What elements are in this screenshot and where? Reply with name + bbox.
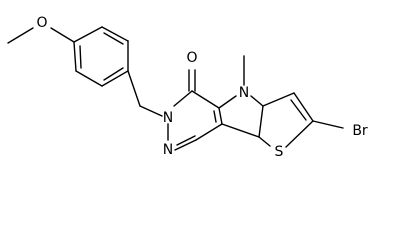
chemical-structure: O O N N N S Br [7,15,368,160]
bond-benz-6 [73,41,77,72]
atom-thiophene-s: S [275,144,284,160]
bond-c3-c2 [293,92,314,122]
atom-ring-n7: N [163,142,173,158]
atom-carbonyl-o: O [186,50,197,66]
atom-ring-n6: N [163,110,173,126]
bond-benz-5 [75,70,103,87]
bond-c3-c2-inner [290,99,307,121]
bond-lines [7,26,344,151]
atom-bromine: Br [352,123,368,139]
bond-c8-c8a [195,123,223,141]
bond-benz-6-inner [79,45,82,69]
atom-labels: O O N N N S Br [36,15,367,160]
bond-npyr-c3a [250,95,264,107]
bond-ring-ch2 [127,70,141,107]
bond-c8a-c9a [221,123,260,138]
bond-ometh-ring [50,27,75,43]
bond-n6-c5 [173,90,193,107]
bond-benz-4-inner [103,67,124,81]
bond-c4a-c8a-inner [213,110,217,123]
bond-c2-s [285,120,314,148]
bond-benz-2-inner [103,32,124,45]
bond-n7-c8-inner [176,135,196,146]
bond-c9a-s [258,136,271,147]
bond-benz-4 [101,70,129,87]
bond-methyl-ometh [7,27,34,44]
bond-c4a-npyr [218,95,237,109]
bond-c3a-c9a [258,105,264,138]
bond-c2-br [312,120,344,129]
bond-c5-c4a [191,90,220,109]
atom-pyrrole-n: N [239,85,249,101]
bond-ch2-n6 [139,105,163,117]
bond-benz-1 [73,26,103,43]
atom-methoxy-o: O [36,15,47,31]
bond-c4a-c8a [218,107,223,125]
bond-c3a-c3 [262,92,295,107]
bond-benz-2 [101,26,129,42]
bond-n7-c8 [174,139,197,151]
